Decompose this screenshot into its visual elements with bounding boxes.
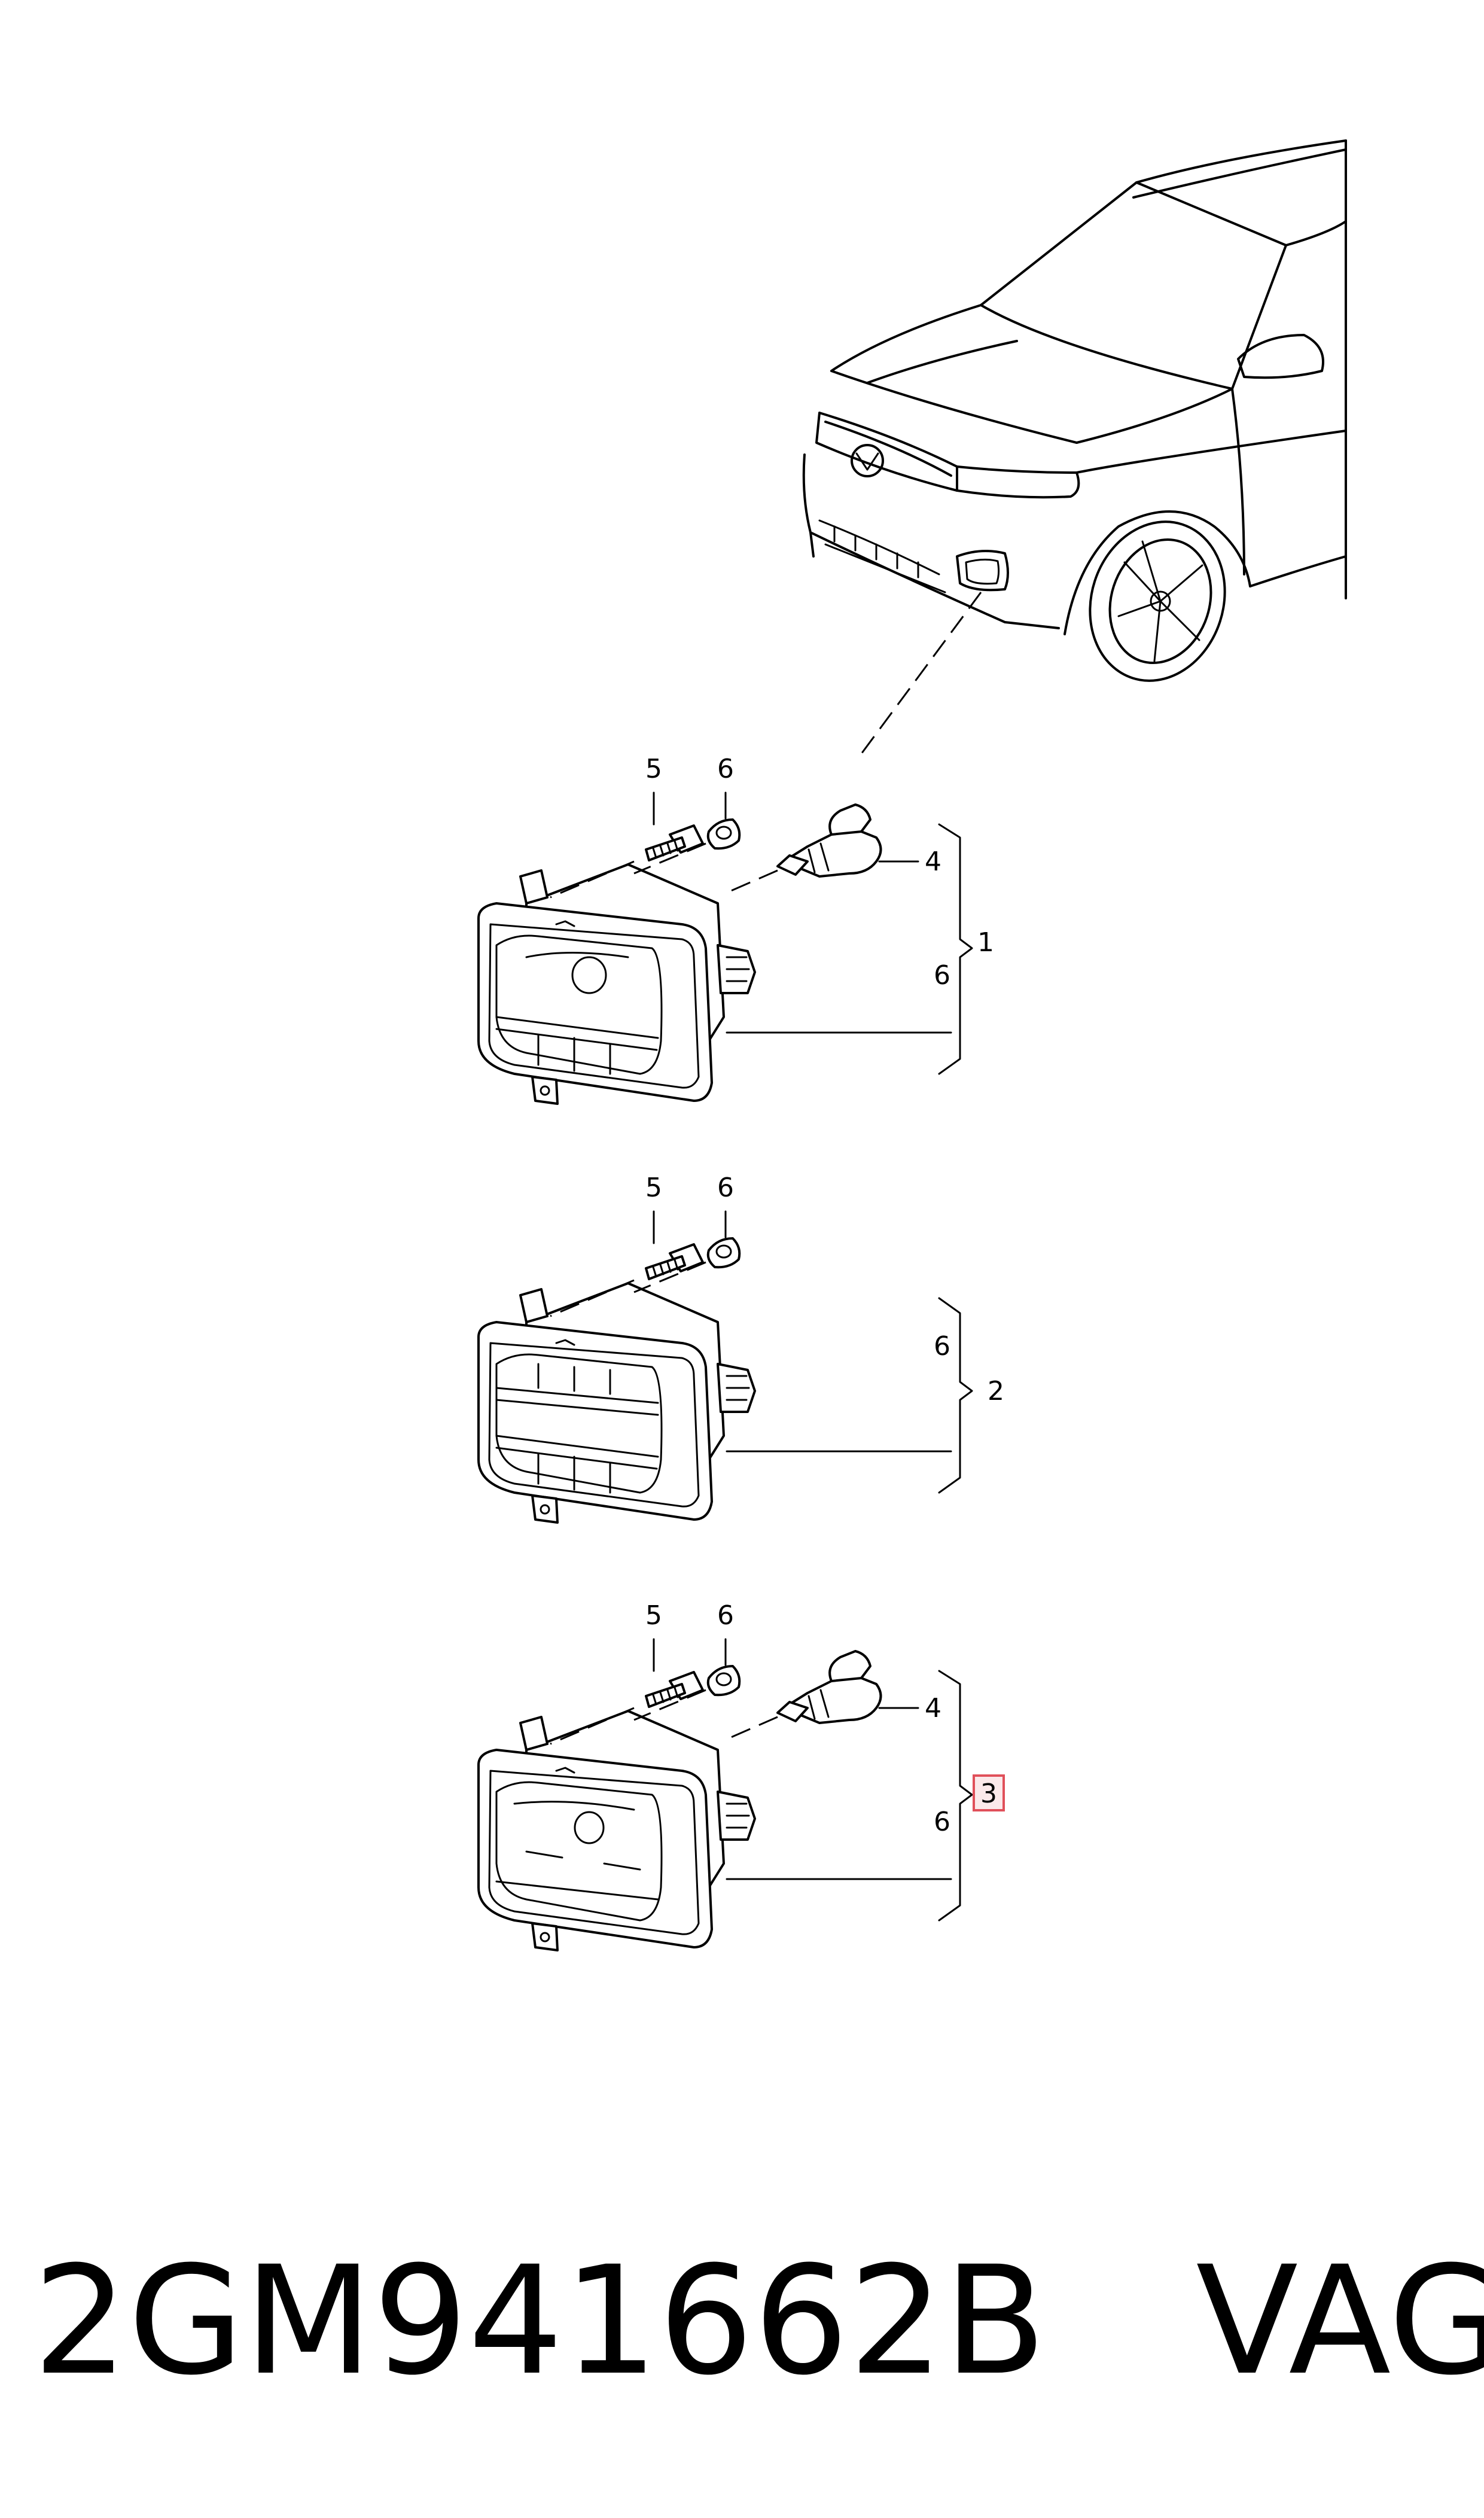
callout-g1-housing: 6 [934,960,950,991]
bulb-leader-1 [729,869,778,893]
callout-g3-screw: 5 [645,1600,662,1631]
callout-g1-screw: 5 [645,754,662,784]
screw-leader-3 [550,1707,635,1745]
callout-g3-group: 3 [980,1779,997,1809]
callout-g3-bulb: 4 [925,1693,941,1724]
nut-2 [706,1237,741,1269]
fog-light-lens-3 [495,1801,659,1901]
bulb-3 [776,1650,882,1724]
callout-g3-nut: 6 [717,1600,734,1631]
callout-g2-screw: 5 [645,1173,662,1203]
assembly-group-1: 5 6 4 6 1 [477,754,994,1105]
nut-leader-3 [633,1689,706,1721]
highlight-box-group-3 [973,1774,1005,1811]
screw-leader-1 [550,860,635,899]
assembly-group-2: 5 6 6 2 [477,1173,1004,1524]
reference-leader-line [860,592,982,754]
callout-g2-nut: 6 [717,1173,734,1203]
bulb-1 [776,803,882,878]
part-number-text: 2GM941662B [33,2234,1047,2408]
fog-light-lens-2 [495,1363,659,1494]
callout-g1-group: 1 [977,927,994,958]
assembly-group-3: 5 6 4 6 3 [477,1600,1005,1951]
bulb-leader-3 [729,1716,778,1739]
part-caption: 2GM941662B VAG [33,2231,1484,2411]
fog-light-lens-1 [495,952,659,1075]
screw-2 [645,1243,704,1280]
nut-leader-1 [633,842,706,875]
nut-3 [706,1665,741,1697]
screw-1 [645,824,704,861]
nut-leader-2 [633,1261,706,1293]
callout-g1-nut: 6 [717,754,734,784]
fog-light-housing-3 [477,1710,756,1951]
fog-light-housing-1 [477,863,756,1105]
callout-g1-bulb: 4 [925,847,941,877]
screw-3 [645,1671,704,1708]
nut-1 [706,818,741,850]
screw-leader-2 [550,1279,635,1317]
callout-g2-housing: 6 [934,1331,950,1362]
car-illustration [802,139,1347,682]
callout-g2-group: 2 [988,1376,1004,1406]
brand-text: VAG [1196,2234,1484,2408]
callout-g3-housing: 6 [934,1807,950,1837]
